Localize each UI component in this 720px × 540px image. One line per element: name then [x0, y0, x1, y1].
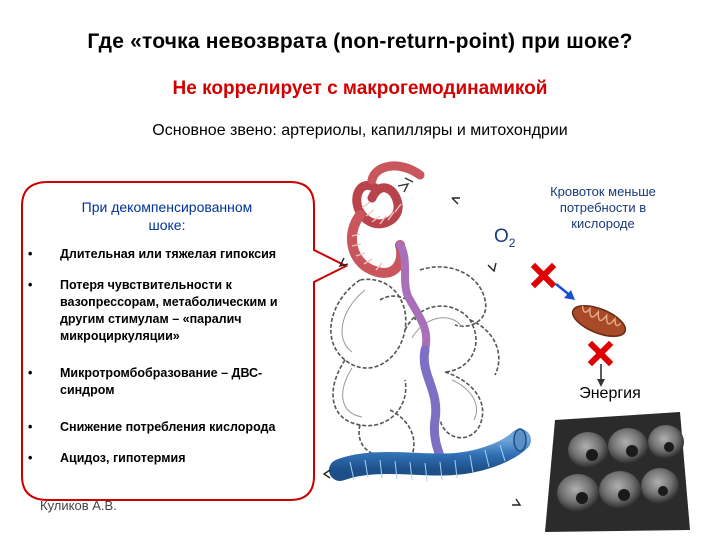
arrow-icon	[555, 283, 575, 300]
capillary-network-inner	[341, 289, 477, 421]
callout-bullet-list: • Длительная или тяжелая гипоксия • Поте…	[28, 246, 298, 467]
flow-arrows	[322, 197, 522, 506]
cells-image	[545, 412, 690, 532]
list-item-text: Потеря чувствительности к вазопрессорам,…	[60, 278, 278, 343]
slide-subtitle: Не коррелирует с макрогемодинамикой	[172, 78, 548, 99]
cross-icon	[530, 262, 557, 289]
slide-title: Где «точка невозврата (non-return-point)…	[87, 30, 633, 53]
venule-vessel	[329, 428, 531, 482]
bullet-icon: •	[28, 451, 33, 465]
arteriole-inflow	[367, 161, 425, 193]
bullet-icon: •	[28, 420, 33, 434]
list-item-text: Снижение потребления кислорода	[60, 420, 276, 434]
list-item: • Ацидоз, гипотермия	[28, 450, 298, 467]
arrow-icon	[597, 364, 605, 387]
author-credit: Куликов А.В.	[40, 498, 117, 513]
oxygen-symbol: O	[494, 226, 509, 247]
list-item: • Длительная или тяжелая гипоксия	[28, 246, 298, 263]
cross-icon	[587, 340, 614, 367]
capillary-network	[330, 266, 500, 461]
list-item: • Микротромбобразование – ДВС-синдром	[28, 365, 298, 399]
callout-title: При декомпенсированном шоке:	[81, 199, 253, 233]
list-item: • Потеря чувствительности к вазопрессора…	[28, 277, 298, 345]
oxygen-subscript: 2	[508, 235, 516, 250]
bullet-icon: •	[28, 278, 33, 292]
list-item-text: Ацидоз, гипотермия	[60, 451, 186, 465]
bullet-icon: •	[28, 366, 33, 380]
list-item-text: Микротромбобразование – ДВС-синдром	[60, 366, 263, 397]
oxygen-label: O2	[494, 226, 515, 250]
arteriole-vessel	[347, 180, 450, 475]
bullet-icon: •	[28, 247, 33, 261]
energy-label: Энергия	[579, 385, 641, 402]
key-link-line: Основное звено: артериолы, капилляры и м…	[152, 122, 568, 139]
list-item: • Снижение потребления кислорода	[28, 419, 298, 436]
mitochondrion-icon	[571, 304, 627, 338]
list-item-text: Длительная или тяжелая гипоксия	[60, 247, 277, 261]
blood-flow-note: Кровоток меньше потребности в кислороде	[550, 184, 656, 231]
